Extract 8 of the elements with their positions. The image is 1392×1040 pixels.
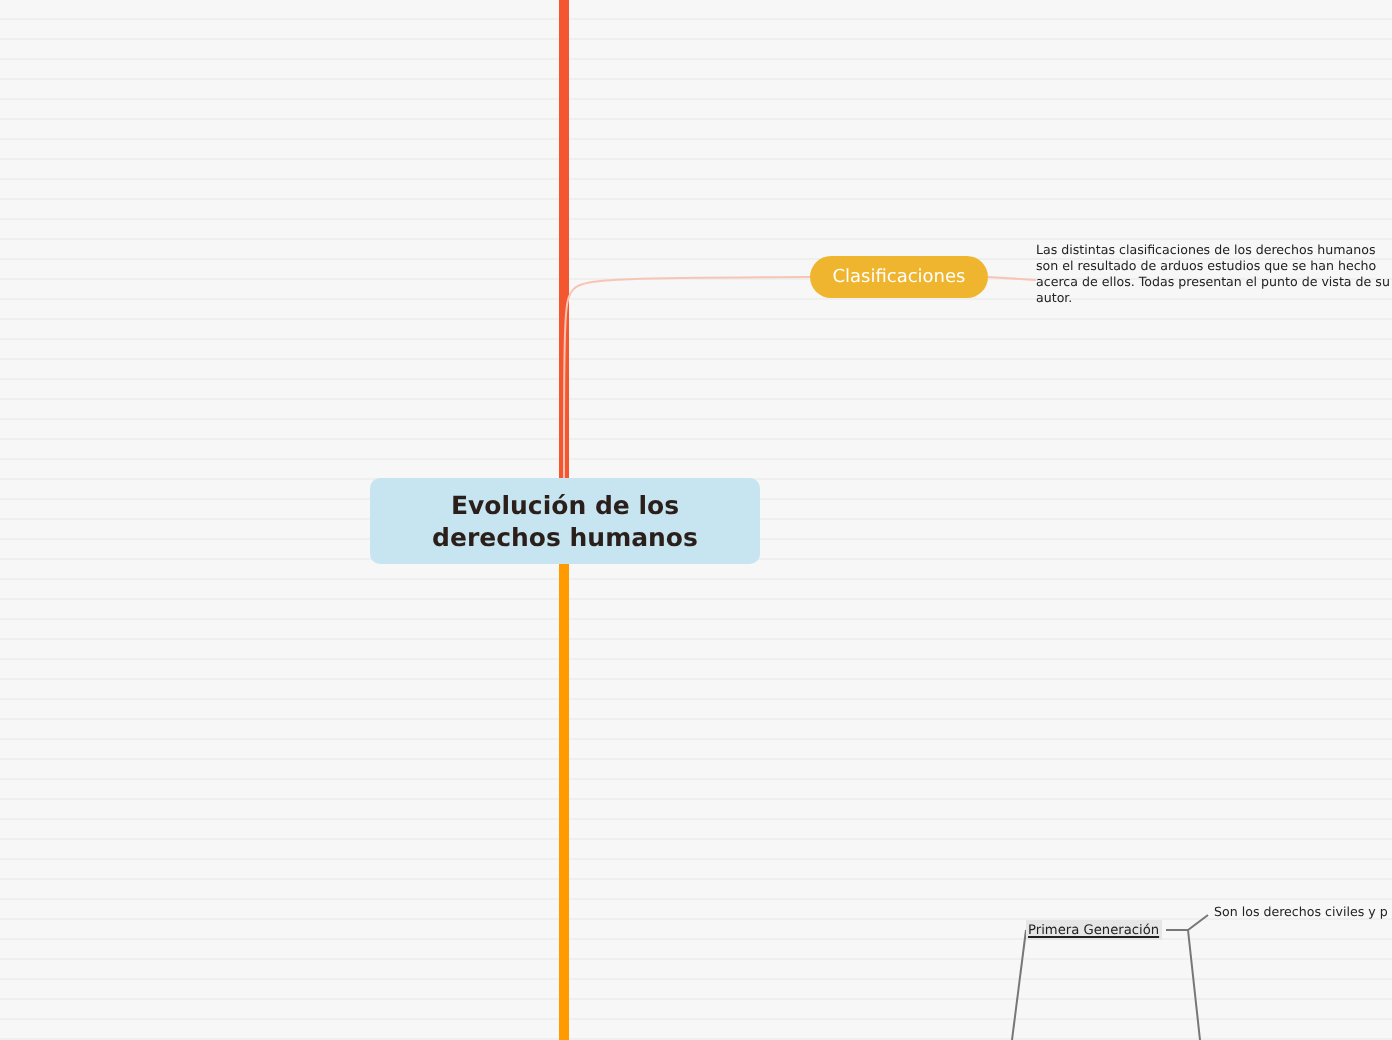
topic-pill: Clasificaciones: [810, 256, 988, 298]
branch-line: [1011, 929, 1027, 1040]
branch-line: [559, 564, 569, 1040]
branch-line: [559, 0, 569, 478]
central-topic: Evolución de los derechos humanos: [370, 478, 760, 564]
branch-line: [1165, 929, 1201, 1040]
connector-line: [987, 276, 1037, 281]
connector-line: [563, 276, 811, 479]
